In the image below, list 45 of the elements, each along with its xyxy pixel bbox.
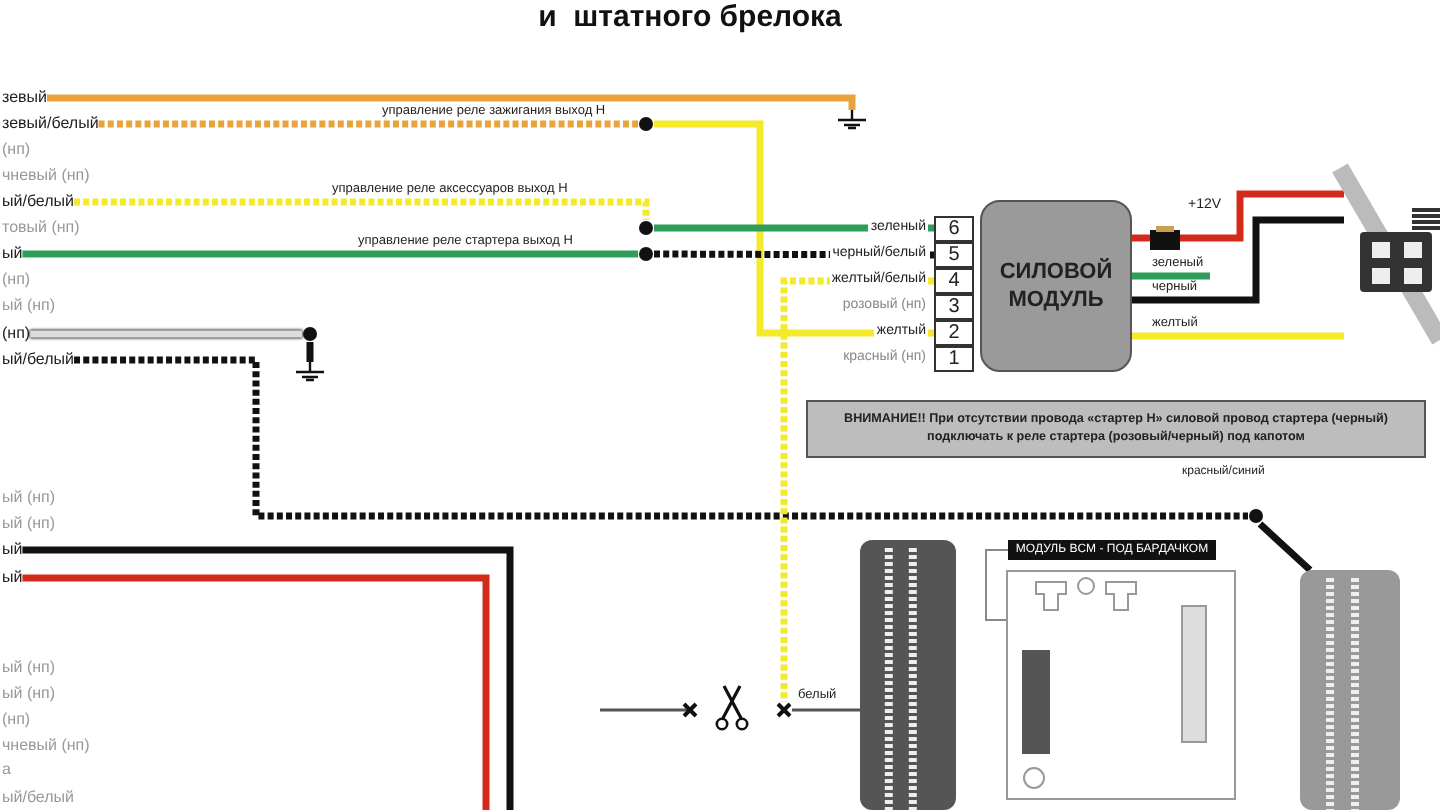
terminal-cell: 5 <box>934 242 974 268</box>
wire <box>47 94 856 110</box>
wire-label: ый/белый <box>2 350 75 370</box>
wire-label: ый (нп) <box>2 488 56 508</box>
wire-label: ый/белый <box>2 788 75 808</box>
wire <box>98 120 638 128</box>
wire <box>1132 234 1150 242</box>
wire <box>654 120 934 337</box>
wire <box>306 342 314 362</box>
terminal-cell: 4 <box>934 268 974 294</box>
wire-label: (нп) <box>2 324 31 344</box>
wire-label: зевый/белый <box>2 114 99 134</box>
wire <box>1132 272 1210 280</box>
wire <box>30 330 302 338</box>
wire <box>1257 521 1313 573</box>
wire-label: (нп) <box>2 710 31 730</box>
wire-label: ый/белый <box>2 192 75 212</box>
terminal-cell: 3 <box>934 294 974 320</box>
wire-label: (нп) <box>2 270 31 290</box>
wire <box>792 708 860 712</box>
terminal-cell: 6 <box>934 216 974 242</box>
wire <box>74 198 650 220</box>
wire-label: ый <box>2 244 23 264</box>
wire-label: ый (нп) <box>2 514 56 534</box>
leader-line <box>985 549 1009 621</box>
wire <box>74 356 1248 520</box>
wire <box>22 250 638 258</box>
module-box: СИЛОВОЙ МОДУЛЬ <box>980 200 1132 372</box>
wire-label: зевый <box>2 88 47 108</box>
terminal-cell: 1 <box>934 346 974 372</box>
wire-label: (нп) <box>2 140 31 160</box>
wire-label: товый (нп) <box>2 218 80 238</box>
wire-label: чневый (нп) <box>2 736 90 756</box>
wire-label: а <box>2 760 11 780</box>
wire-label: ый (нп) <box>2 658 56 678</box>
wire-label: ый (нп) <box>2 684 56 704</box>
wire-label: ый <box>2 540 23 560</box>
wire <box>1132 332 1344 340</box>
wire-label: чневый (нп) <box>2 166 90 186</box>
wire-label: ый <box>2 568 23 588</box>
wire <box>1132 216 1344 304</box>
terminal-cell: 2 <box>934 320 974 346</box>
wire-label: ый (нп) <box>2 296 56 316</box>
diagram-title: и штатного брелока <box>536 0 844 34</box>
wire <box>1180 190 1344 242</box>
